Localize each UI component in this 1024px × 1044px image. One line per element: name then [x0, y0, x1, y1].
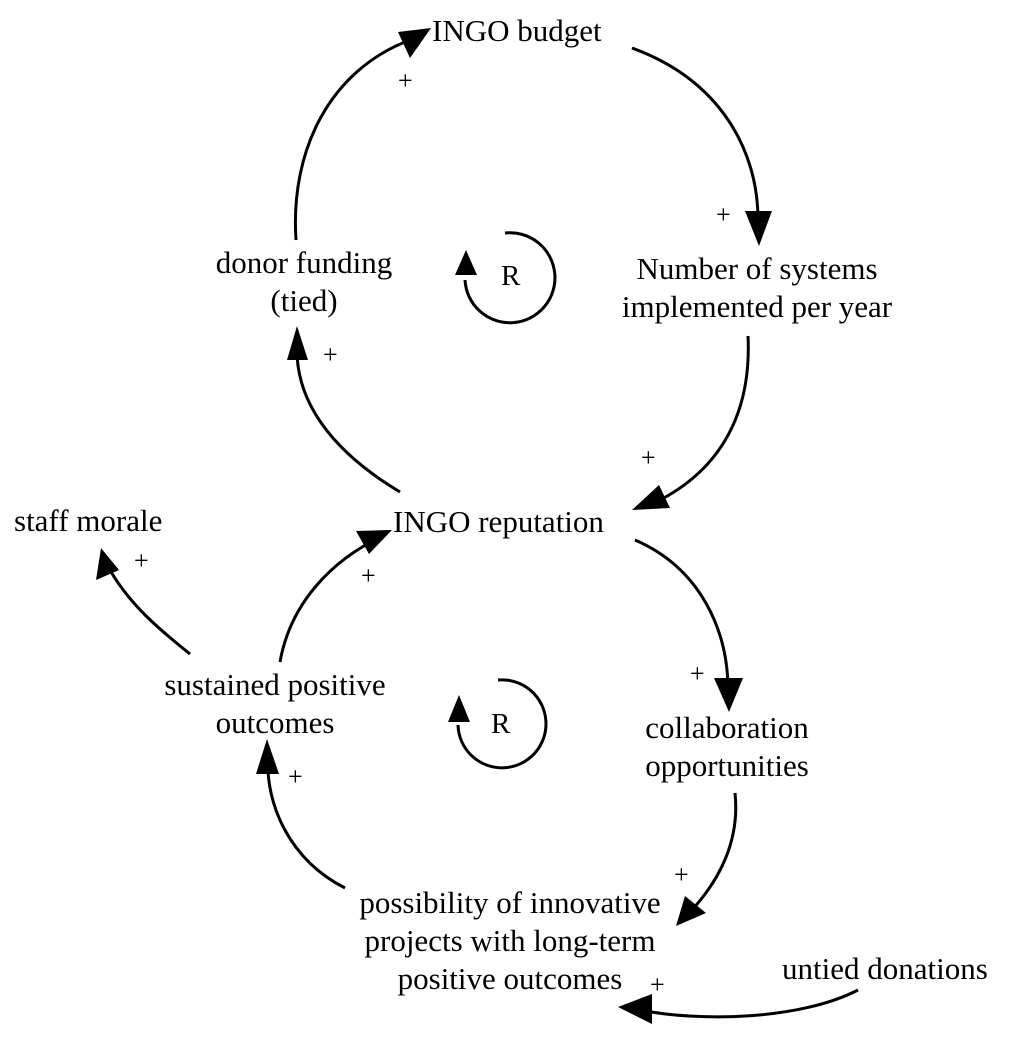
loop-marker-top-circle: [463, 231, 557, 325]
polarity-sign: +: [398, 66, 413, 95]
node-innovative-projects: possibility of innovative projects with …: [359, 885, 661, 996]
link-systems-to-reputation: [649, 335, 750, 507]
link-reputation-to-donor-funding: [295, 344, 401, 494]
node-ingo-budget: INGO budget: [432, 13, 602, 48]
arrowhead-loop-bottom: [448, 695, 470, 722]
link-projects-to-outcomes: [266, 754, 346, 890]
node-staff-morale: staff morale: [14, 503, 163, 538]
polarity-sign: +: [288, 762, 303, 791]
link-donor-funding-to-budget: [293, 38, 411, 241]
link-outcomes-to-staff-morale: [108, 569, 191, 656]
polarity-sign: +: [641, 443, 656, 472]
link-budget-to-systems: [631, 46, 760, 221]
arrowhead-budget: [398, 28, 431, 58]
polarity-sign: +: [323, 340, 338, 369]
link-untied-to-projects: [639, 988, 859, 1019]
link-outcomes-to-reputation: [278, 533, 386, 663]
polarity-sign: +: [134, 546, 149, 575]
arrowhead-systems: [745, 211, 772, 246]
arrowhead-staff-morale: [96, 548, 119, 580]
arrowhead-projects-from-collaboration: [676, 896, 706, 926]
polarity-sign: +: [690, 659, 705, 688]
link-collaboration-to-projects: [688, 792, 738, 914]
arrowhead-outcomes: [256, 739, 279, 774]
node-sustained-outcomes: sustained positive outcomes: [164, 667, 386, 740]
loop-marker-bottom-circle: [456, 678, 548, 770]
polarity-sign: +: [361, 561, 376, 590]
node-untied-donations: untied donations: [782, 951, 988, 986]
node-systems-implemented: Number of systems implemented per year: [621, 251, 893, 324]
arrowhead-donor-funding: [287, 326, 308, 360]
node-donor-funding: donor funding (tied): [215, 245, 393, 318]
polarity-sign: +: [716, 200, 731, 229]
node-ingo-reputation: INGO reputation: [393, 504, 604, 539]
arrowhead-reputation-from-outcomes: [356, 530, 392, 554]
arrowhead-projects-from-untied: [618, 994, 652, 1024]
arrowhead-loop-top: [455, 250, 477, 275]
arrowhead-reputation-from-systems: [632, 485, 670, 510]
polarity-sign: +: [650, 970, 665, 999]
node-collaboration: collaboration opportunities: [645, 710, 809, 783]
link-reputation-to-collaboration: [634, 538, 730, 691]
polarity-sign: +: [674, 860, 689, 889]
arrowhead-collaboration: [714, 678, 743, 712]
loop-label-top: R: [501, 260, 521, 292]
loop-label-bottom: R: [491, 708, 511, 740]
